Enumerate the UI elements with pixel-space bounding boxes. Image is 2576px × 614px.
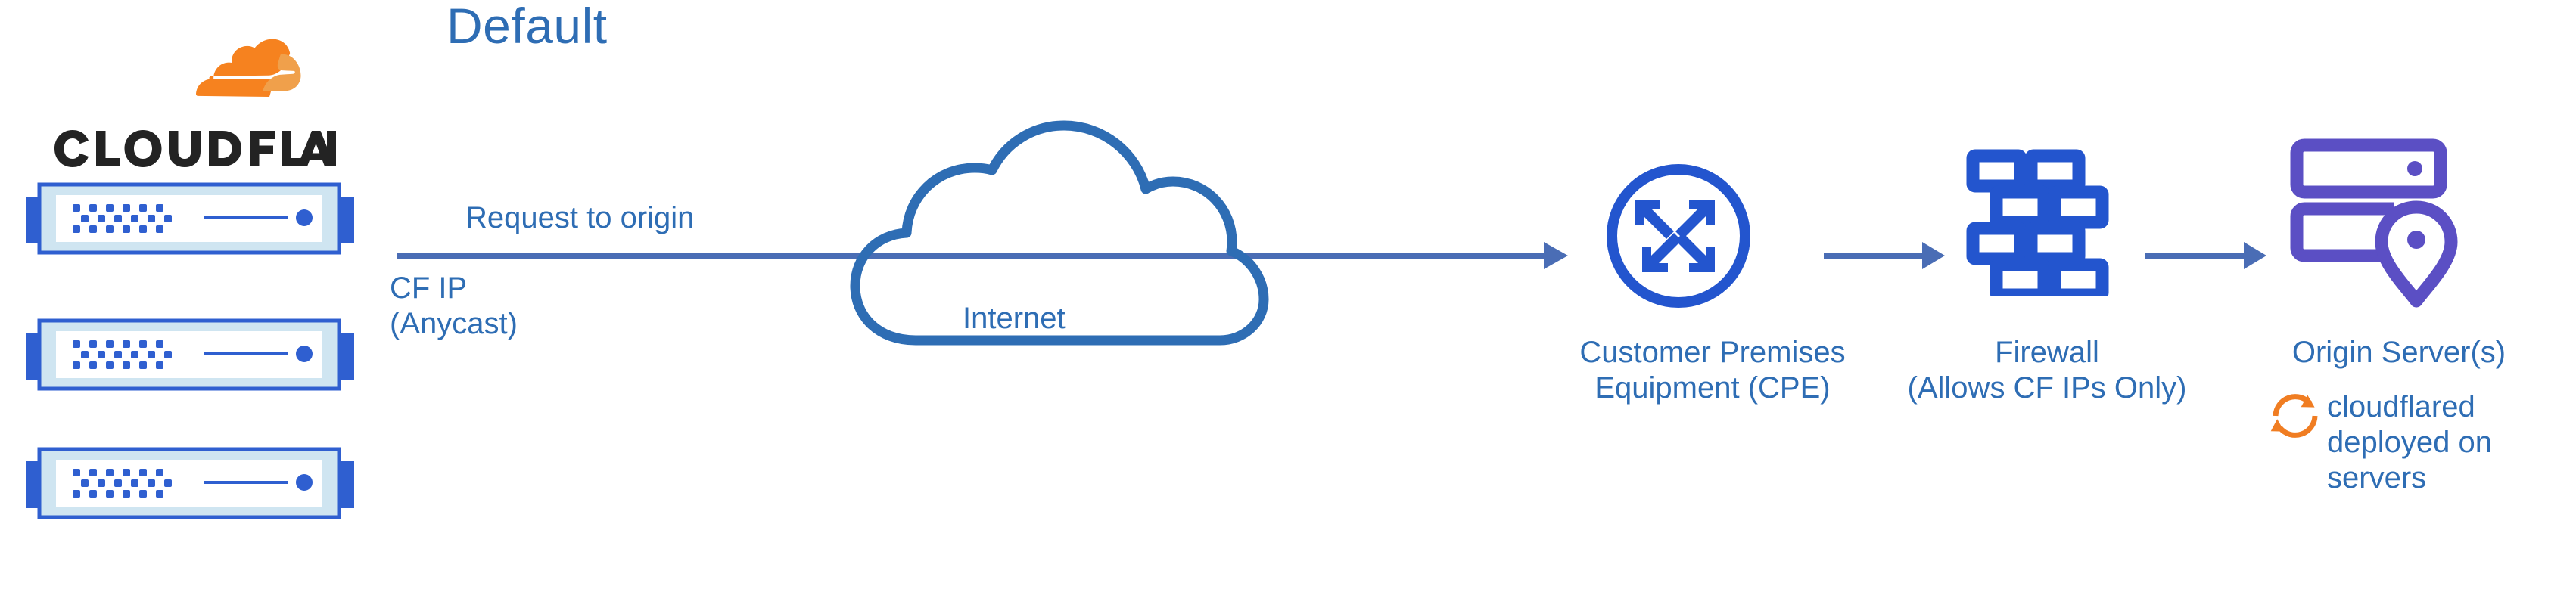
request-to-origin-label: Request to origin	[465, 201, 695, 234]
page-title: Default	[446, 0, 608, 54]
request-flow-arrowhead-icon	[1544, 242, 1568, 269]
arrowhead-icon	[2244, 242, 2266, 269]
cloudflared-line-3: servers	[2327, 461, 2427, 495]
arrowhead-icon	[1922, 242, 1945, 269]
server-rack-icon	[23, 318, 363, 402]
firewall-label-line-2: (Allows CF IPs Only)	[1907, 371, 2187, 405]
cloudflared-annotation: cloudflared deployed on servers	[2327, 389, 2531, 496]
cpe-label-line-2: Equipment (CPE)	[1594, 371, 1831, 405]
firewall-label-line-1: Firewall	[1995, 336, 2099, 369]
cloudflare-wordmark: R	[54, 130, 389, 172]
internet-label: Internet	[963, 302, 1066, 335]
cloudflared-line-2: deployed on	[2327, 426, 2492, 459]
cf-ip-line-1: CF IP	[390, 271, 468, 305]
converging-arrows-circle-icon	[1603, 160, 1754, 315]
server-rack-icon	[23, 446, 363, 531]
server-location-pin-icon	[2288, 136, 2462, 321]
firewall-to-origin-arrow	[2145, 242, 2266, 269]
brick-wall-icon	[1962, 145, 2113, 302]
cloudflare-cloud-mark-icon	[188, 39, 309, 102]
cpe-label: Customer Premises Equipment (CPE)	[1550, 335, 1875, 406]
cloudflare-logo: R	[15, 39, 389, 183]
internet-cloud-icon	[832, 98, 1286, 352]
cf-ip-line-2: (Anycast)	[390, 307, 518, 340]
arrow-shaft	[1824, 253, 1922, 259]
origin-server-label: Origin Server(s)	[2291, 336, 2506, 369]
request-flow-line	[397, 253, 1551, 259]
cpe-label-line-1: Customer Premises	[1579, 336, 1846, 369]
sync-arrows-icon	[2266, 387, 2324, 448]
cf-ip-anycast-label: CF IP (Anycast)	[390, 271, 518, 342]
cpe-to-firewall-arrow	[1824, 242, 1945, 269]
cloudflared-line-1: cloudflared	[2327, 390, 2475, 423]
arrow-shaft	[2145, 253, 2244, 259]
server-rack-icon	[23, 181, 363, 266]
firewall-label: Firewall (Allows CF IPs Only)	[1881, 335, 2213, 406]
